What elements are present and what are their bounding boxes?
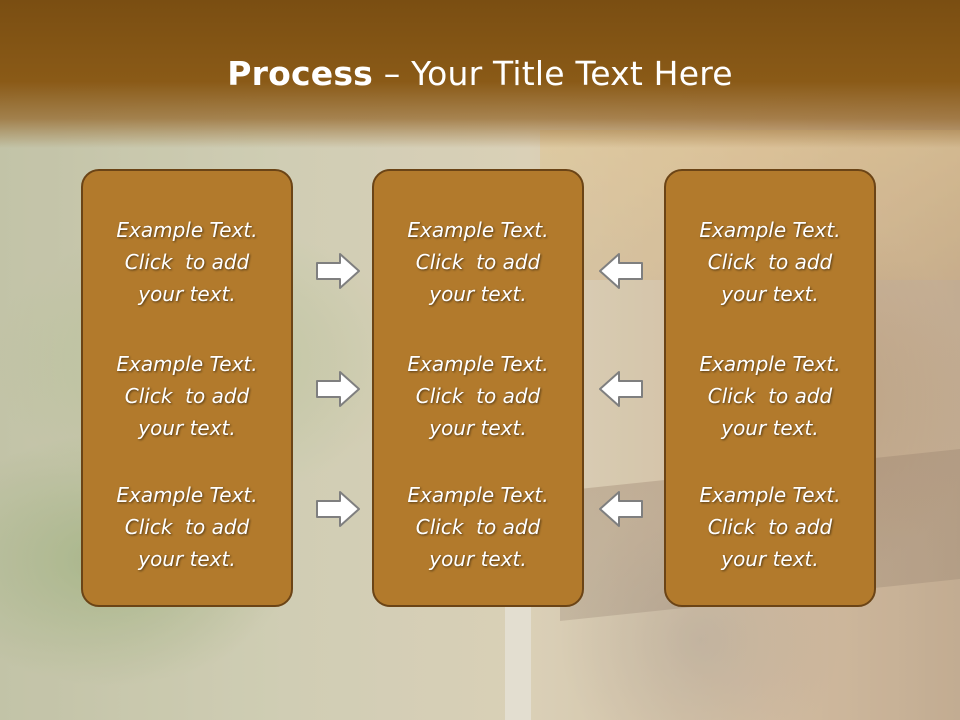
text-line: Click to add <box>707 515 833 539</box>
text-box-center[interactable]: Example Text. Click to add your text. Ex… <box>372 169 584 607</box>
text-line: Click to add <box>124 250 250 274</box>
text-line: Example Text. <box>699 218 841 242</box>
background-pole <box>505 600 531 720</box>
text-line: Example Text. <box>407 218 549 242</box>
text-line: your text. <box>138 282 236 306</box>
title-rest: – Your Title Text Here <box>373 54 733 93</box>
text-line: Example Text. <box>116 352 258 376</box>
text-item[interactable]: Example Text. Click to add your text. <box>83 348 291 444</box>
text-line: Example Text. <box>407 483 549 507</box>
text-item[interactable]: Example Text. Click to add your text. <box>374 479 582 575</box>
text-item[interactable]: Example Text. Click to add your text. <box>83 479 291 575</box>
text-line: your text. <box>429 547 527 571</box>
text-line: Example Text. <box>699 483 841 507</box>
text-item[interactable]: Example Text. Click to add your text. <box>374 214 582 310</box>
slide-title[interactable]: Process – Your Title Text Here <box>0 54 960 93</box>
text-box-right[interactable]: Example Text. Click to add your text. Ex… <box>664 169 876 607</box>
text-line: Click to add <box>707 384 833 408</box>
text-item[interactable]: Example Text. Click to add your text. <box>666 214 874 310</box>
text-item[interactable]: Example Text. Click to add your text. <box>666 348 874 444</box>
text-line: Click to add <box>415 250 541 274</box>
text-line: your text. <box>138 416 236 440</box>
arrow-left-icon <box>598 370 644 408</box>
title-band <box>0 0 960 148</box>
text-item[interactable]: Example Text. Click to add your text. <box>666 479 874 575</box>
arrow-left-icon <box>598 252 644 290</box>
text-line: Example Text. <box>116 483 258 507</box>
text-line: Click to add <box>707 250 833 274</box>
text-line: your text. <box>429 282 527 306</box>
text-line: Example Text. <box>407 352 549 376</box>
text-line: Click to add <box>124 384 250 408</box>
text-line: Click to add <box>415 515 541 539</box>
text-item[interactable]: Example Text. Click to add your text. <box>83 214 291 310</box>
text-item[interactable]: Example Text. Click to add your text. <box>374 348 582 444</box>
arrow-right-icon <box>315 370 361 408</box>
text-line: your text. <box>721 547 819 571</box>
text-line: your text. <box>721 282 819 306</box>
text-line: Click to add <box>415 384 541 408</box>
text-line: Example Text. <box>116 218 258 242</box>
text-line: your text. <box>138 547 236 571</box>
arrow-right-icon <box>315 252 361 290</box>
text-line: Example Text. <box>699 352 841 376</box>
text-line: Click to add <box>124 515 250 539</box>
title-bold: Process <box>227 54 374 93</box>
text-line: your text. <box>721 416 819 440</box>
text-box-left[interactable]: Example Text. Click to add your text. Ex… <box>81 169 293 607</box>
arrow-right-icon <box>315 490 361 528</box>
text-line: your text. <box>429 416 527 440</box>
arrow-left-icon <box>598 490 644 528</box>
